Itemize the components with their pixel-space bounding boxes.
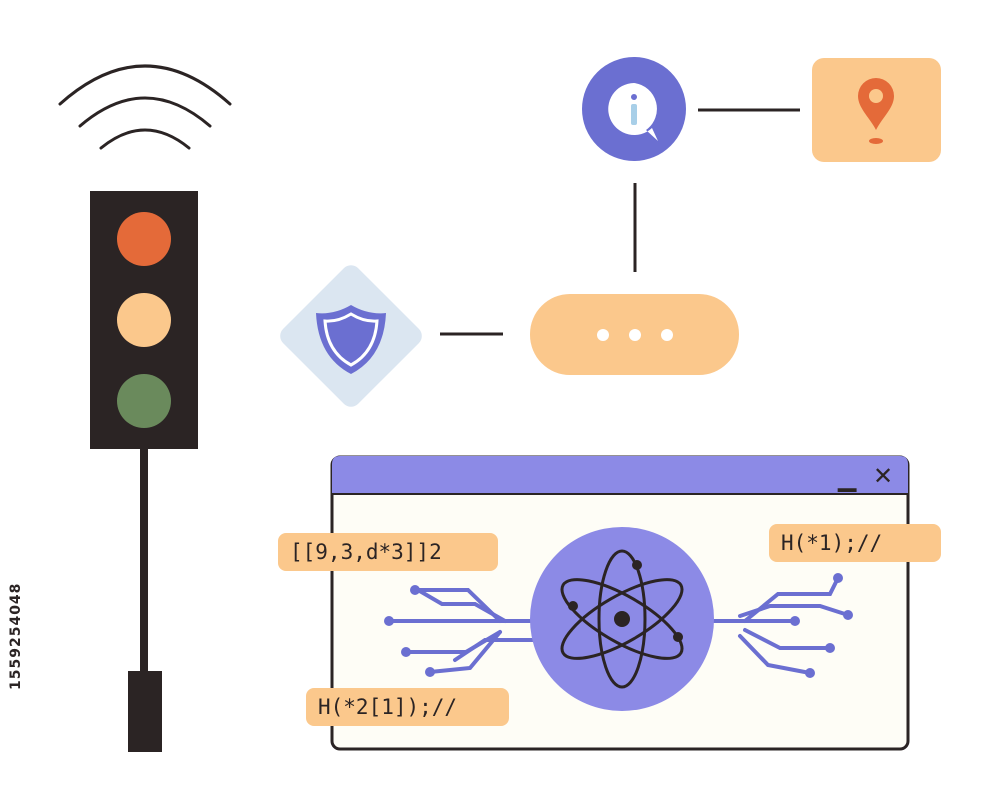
circuit-node: [790, 616, 800, 626]
atom-orbit-1: [560, 578, 684, 660]
green-light: [117, 374, 171, 428]
atom-icon: [530, 527, 714, 711]
chat-dot-1: [597, 329, 609, 341]
circuit-left-5: [428, 630, 502, 674]
traffic-light-pole: [140, 447, 148, 675]
info-icon[interactable]: [582, 57, 686, 161]
circuit-left-3: [416, 588, 507, 623]
atom-electron: [568, 601, 578, 611]
circuit-right-3: [738, 604, 850, 618]
atom-nucleus: [614, 611, 630, 627]
wifi-arc-outer: [58, 64, 232, 106]
code-label-left-bottom: H(*2[1]);//: [306, 688, 509, 726]
atom-orbit-3: [597, 549, 647, 689]
location-pin-shadow: [869, 138, 883, 144]
location-pin-icon[interactable]: [812, 58, 941, 162]
traffic-light-base: [128, 671, 162, 752]
location-pin-hole: [869, 89, 883, 103]
wifi-icon: [58, 64, 232, 150]
close-button[interactable]: ✕: [873, 462, 894, 490]
circuit-node: [833, 573, 843, 583]
atom-electron: [632, 560, 642, 570]
circuit-nodes: [384, 573, 853, 678]
red-light: [117, 212, 171, 266]
atom-electron: [673, 632, 683, 642]
watermark-id: 1559254048: [8, 582, 24, 690]
traffic-light: [90, 191, 198, 752]
circuit-node: [410, 585, 420, 595]
circuit-node: [843, 610, 853, 620]
circuit-right-4: [743, 628, 832, 650]
wifi-arc-middle: [78, 96, 212, 128]
circuit-lines: [387, 576, 850, 675]
circuit-node: [825, 643, 835, 653]
shield-inner: [323, 312, 379, 367]
circuit-node: [425, 667, 435, 677]
amber-light: [117, 293, 171, 347]
window-title-bar: [332, 456, 908, 494]
wifi-arc-inner: [99, 128, 191, 150]
atom-orbit-2: [560, 578, 684, 660]
connector-lines: [440, 108, 800, 336]
info-icon-dot: [631, 94, 637, 100]
circuit-node: [384, 616, 394, 626]
chat-dot-3: [661, 329, 673, 341]
circuit-node: [401, 647, 411, 657]
shield-shape: [316, 305, 386, 374]
shield-icon[interactable]: [276, 261, 426, 411]
chat-dot-2: [629, 329, 641, 341]
circuit-node: [805, 668, 815, 678]
info-icon-stem: [631, 104, 637, 125]
code-label-left-top: [[9,3,d*3]]2: [278, 533, 498, 571]
circuit-right-5: [738, 634, 812, 675]
circuit-left-6: [453, 638, 542, 662]
minimize-button[interactable]: ▁: [838, 464, 857, 492]
chat-bubble-icon[interactable]: [530, 294, 739, 375]
code-label-right-top: H(*1);//: [769, 524, 941, 562]
location-pin-shape: [858, 78, 894, 130]
